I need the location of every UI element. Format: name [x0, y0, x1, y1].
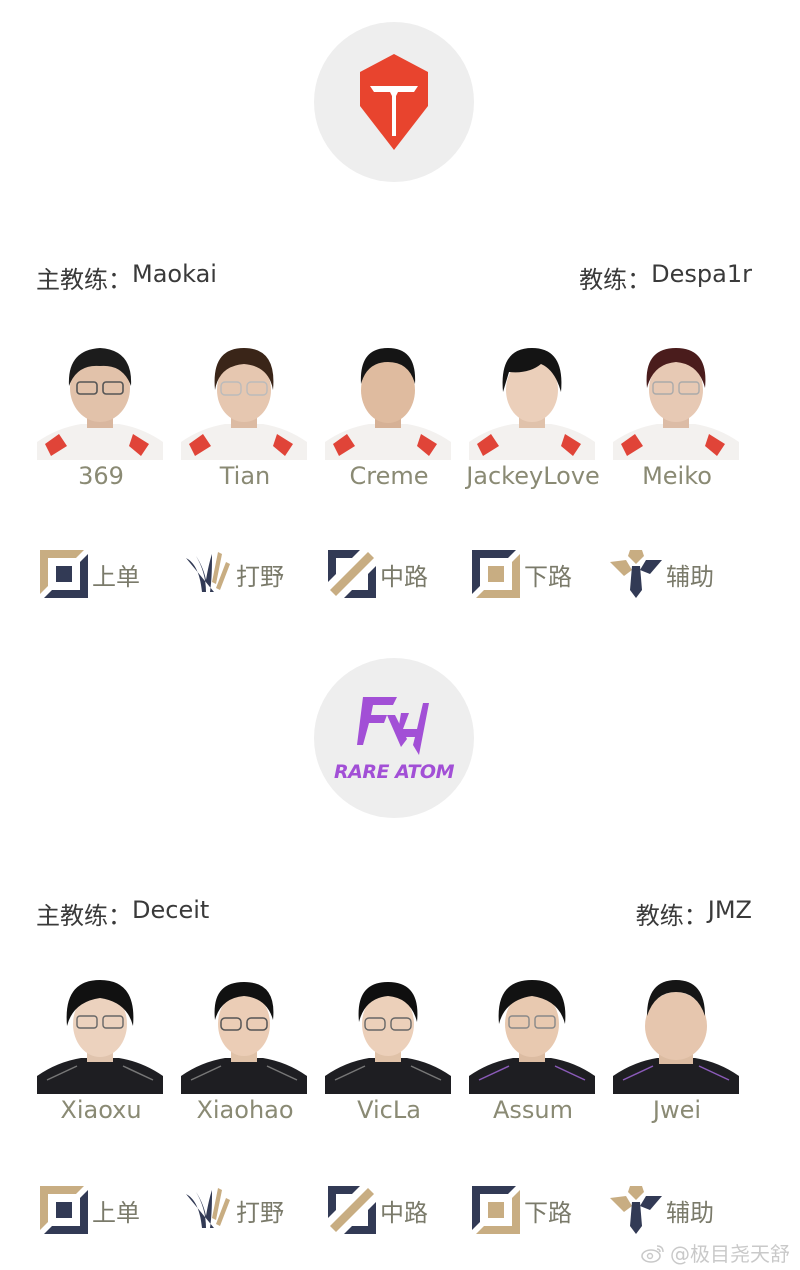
player-portrait [469, 976, 595, 1094]
role-jungle: 打野 [182, 546, 284, 602]
coach-name: Despa1r [651, 259, 752, 288]
watermark-text: @极目尧天舒 [670, 1242, 790, 1266]
player-card: Jwei [613, 976, 741, 1136]
coach-name: JMZ [707, 895, 752, 924]
role-label: 辅助 [666, 1198, 714, 1227]
head-coach-name: Maokai [132, 259, 217, 288]
rare-atom-logo-text: RARE ATOM [334, 761, 454, 783]
player-portrait [325, 976, 451, 1094]
player-portrait [469, 342, 595, 460]
player-portrait [37, 342, 163, 460]
role-label: 打野 [236, 1198, 284, 1227]
player-portrait [613, 342, 739, 460]
head-coach-label: 主教练： [36, 901, 132, 930]
player-name: Tian [219, 462, 271, 490]
role-label: 下路 [524, 562, 572, 591]
coach-label: 教练： [635, 901, 708, 930]
role-label: 下路 [524, 1198, 572, 1227]
coach: 教练： Despa1r [579, 260, 752, 295]
role-support: 辅助 [608, 1182, 714, 1238]
jungle-icon [182, 1184, 234, 1236]
team-1-roles: 上单 打野 中路 下路 辅助 [38, 546, 758, 606]
player-card: Assum [469, 976, 597, 1136]
player-card: Xiaohao [181, 976, 309, 1136]
player-name: 369 [78, 462, 124, 490]
support-icon [608, 548, 664, 600]
role-support: 辅助 [608, 546, 714, 602]
team-1-coaches: 主教练： Maokai 教练： Despa1r [36, 260, 752, 294]
tes-logo-icon [360, 54, 428, 150]
role-label: 上单 [92, 1198, 140, 1227]
jungle-icon [182, 548, 234, 600]
player-name: Jwei [652, 1096, 702, 1124]
player-name: JackeyLove [466, 462, 600, 490]
player-name: VicLa [357, 1096, 421, 1124]
team-2-players: Xiaoxu Xiaohao VicLa [37, 976, 757, 1136]
role-jungle: 打野 [182, 1182, 284, 1238]
watermark: @极目尧天舒 [640, 1238, 790, 1267]
player-card: VicLa [325, 976, 453, 1136]
role-label: 中路 [380, 562, 428, 591]
player-name: Creme [349, 462, 429, 490]
role-mid: 中路 [326, 1182, 428, 1238]
player-card: Tian [181, 342, 309, 502]
role-label: 辅助 [666, 562, 714, 591]
role-mid: 中路 [326, 546, 428, 602]
role-top: 上单 [38, 546, 140, 602]
player-card: Xiaoxu [37, 976, 165, 1136]
player-portrait [325, 342, 451, 460]
rare-atom-logo-icon [357, 697, 429, 755]
player-name: Xiaoxu [60, 1096, 142, 1124]
head-coach: 主教练： Maokai [36, 260, 217, 295]
head-coach: 主教练： Deceit [36, 896, 209, 931]
team-2-logo: RARE ATOM [314, 658, 474, 818]
top-lane-icon [38, 548, 90, 600]
top-lane-icon [38, 1184, 90, 1236]
role-label: 上单 [92, 562, 140, 591]
coach-label: 教练： [579, 265, 652, 294]
support-icon [608, 1184, 664, 1236]
role-bot: 下路 [470, 546, 572, 602]
role-label: 打野 [236, 562, 284, 591]
player-portrait [181, 342, 307, 460]
player-name: Assum [492, 1096, 573, 1124]
player-card: Creme [325, 342, 453, 502]
player-portrait [37, 976, 163, 1094]
player-portrait [613, 976, 739, 1094]
head-coach-label: 主教练： [36, 265, 132, 294]
bot-lane-icon [470, 548, 522, 600]
weibo-icon [641, 1244, 664, 1263]
role-bot: 下路 [470, 1182, 572, 1238]
role-top: 上单 [38, 1182, 140, 1238]
bot-lane-icon [470, 1184, 522, 1236]
player-name: Xiaohao [196, 1096, 294, 1124]
mid-lane-icon [326, 548, 378, 600]
team-1-players: 369 Tian Creme Jackey [37, 342, 757, 502]
coach: 教练： JMZ [636, 896, 752, 931]
player-name: Meiko [642, 462, 712, 490]
player-card: Meiko [613, 342, 741, 502]
player-card: JackeyLove [466, 342, 600, 502]
team-2-roles: 上单 打野 中路 下路 辅助 [38, 1182, 758, 1242]
head-coach-name: Deceit [132, 895, 210, 924]
player-card: 369 [37, 342, 165, 502]
team-2-coaches: 主教练： Deceit 教练： JMZ [36, 896, 752, 930]
team-1-logo [314, 22, 474, 182]
player-portrait [181, 976, 307, 1094]
mid-lane-icon [326, 1184, 378, 1236]
role-label: 中路 [380, 1198, 428, 1227]
